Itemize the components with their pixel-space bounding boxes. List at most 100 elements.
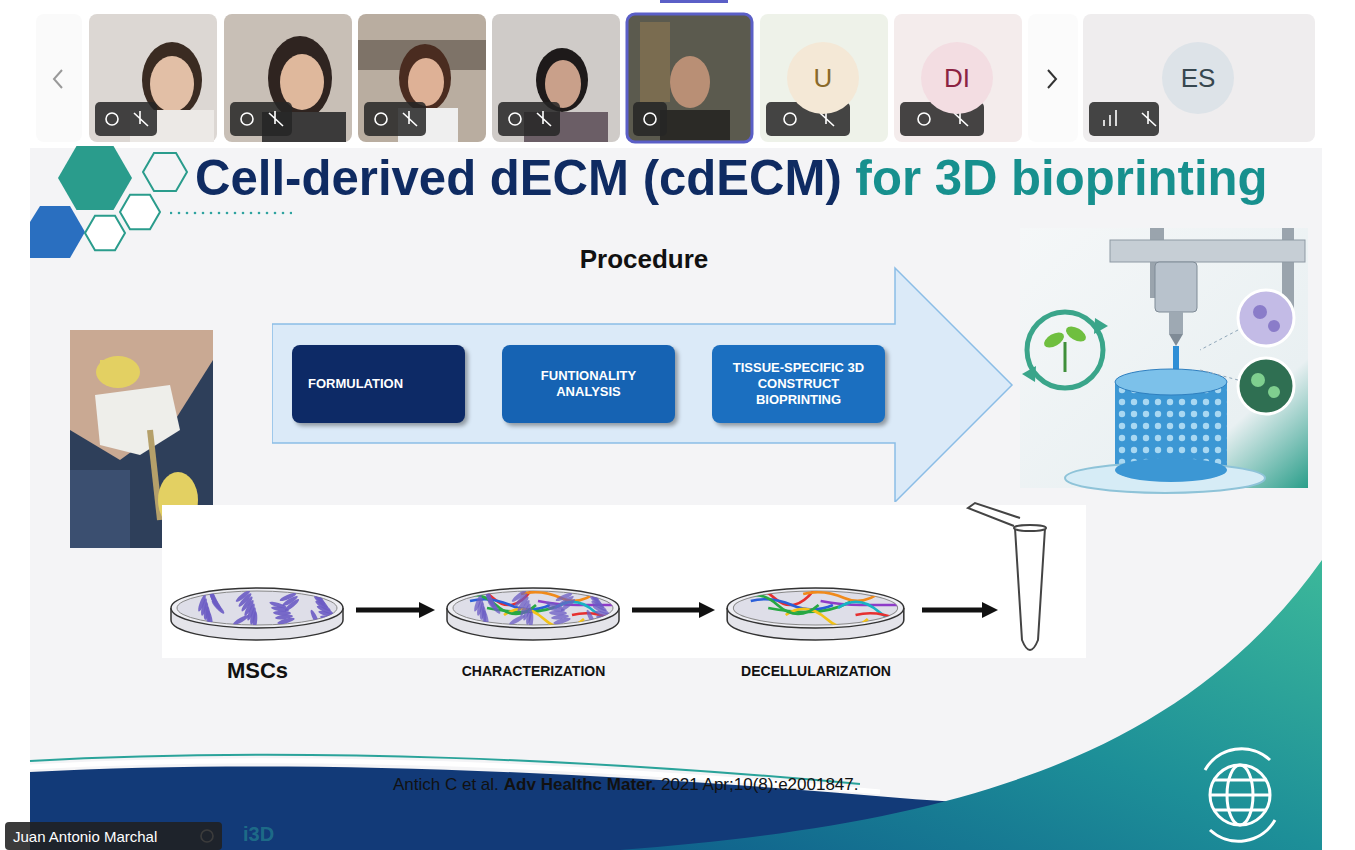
meeting-background-part xyxy=(70,470,130,548)
meeting-background-part xyxy=(96,356,140,388)
cell-shape xyxy=(555,591,573,602)
node-text: TISSUE-SPECIFIC 3D CONSTRUCT BIOPRINTING xyxy=(724,360,873,408)
meeting-background-part-part xyxy=(644,113,656,125)
meeting-background-part xyxy=(1115,458,1227,482)
meeting-background-part-part xyxy=(633,102,667,136)
arrow-shaft xyxy=(632,608,701,613)
meeting-background-part-part xyxy=(1104,110,1116,126)
procedure-arrow: ProcedureFORMULATIONFUNTIONALITY ANALYSI… xyxy=(272,240,1017,502)
meeting-background-part xyxy=(30,206,85,258)
dish-content xyxy=(448,585,626,629)
meeting-background-part xyxy=(100,360,128,370)
meeting-background-part xyxy=(1020,228,1308,488)
node-text: ES xyxy=(1181,63,1216,94)
arrow-band-fill xyxy=(272,268,1012,502)
meeting-background-part xyxy=(1014,525,1046,531)
node-text: DI xyxy=(944,63,970,94)
meeting-background-part-part xyxy=(498,102,560,136)
process-box: FUNTIONALITY ANALYSIS xyxy=(502,345,675,423)
meeting-background-part-part xyxy=(403,111,417,126)
cell-shape xyxy=(207,586,217,604)
text-label: 2021 Apr;10(8):e2001847. xyxy=(661,775,859,795)
meeting-background-part xyxy=(1110,240,1305,262)
cell-shape xyxy=(310,585,324,602)
matrix-fiber xyxy=(856,613,911,623)
meeting-background-part xyxy=(968,503,1020,526)
meeting-background-part-part xyxy=(1210,765,1270,825)
meeting-background-part xyxy=(670,56,710,108)
meeting-background-part-part xyxy=(1142,111,1156,126)
meeting-background-part xyxy=(1268,386,1280,398)
meeting-background-part-part xyxy=(784,113,796,125)
meeting-background-part-part xyxy=(241,113,253,125)
meeting-background-part xyxy=(1169,334,1183,346)
meeting-background-part xyxy=(545,60,581,108)
meeting-background-part xyxy=(1238,290,1294,346)
meeting-background-part xyxy=(1169,312,1183,334)
node-text: DECELLULARIZATION xyxy=(721,663,911,679)
meeting-background-part-part xyxy=(364,102,426,136)
slide-title: Cell-derived dECM (cdECM) for 3D bioprin… xyxy=(195,150,1268,206)
meeting-background-part xyxy=(30,148,1322,850)
meeting-background-part xyxy=(492,14,620,142)
petri-dish: DECELLULARIZATION xyxy=(721,558,911,684)
cell-shape xyxy=(596,615,614,622)
meeting-background-part xyxy=(1064,342,1067,372)
cell-shape xyxy=(197,594,208,612)
meeting-background-part xyxy=(1205,749,1275,841)
meeting-background-part xyxy=(627,14,752,142)
meeting-background-part xyxy=(1094,318,1108,334)
meeting-background-part-part xyxy=(269,111,283,126)
cell-shape xyxy=(483,586,493,604)
petri-dish: CHARACTERIZATION xyxy=(441,558,626,684)
avatar-circle: DI xyxy=(921,42,993,114)
meeting-background-part xyxy=(58,146,132,210)
cell-shape xyxy=(586,585,600,602)
matrix-fiber xyxy=(803,588,885,601)
meeting-background-part-part xyxy=(537,111,551,126)
cell-shape xyxy=(508,614,526,627)
meeting-background-part xyxy=(1015,528,1045,650)
meeting-background-part-part xyxy=(918,113,930,125)
text-label: Antich C et al. xyxy=(393,775,499,795)
meeting-background-part xyxy=(1155,262,1197,312)
meeting-background-part xyxy=(143,153,187,191)
meeting-background-part xyxy=(640,22,670,102)
node-text: CHARACTERIZATION xyxy=(441,663,626,679)
meeting-background-part xyxy=(399,44,451,112)
meeting-background-part xyxy=(1115,369,1227,395)
text-label: i3D xyxy=(243,823,274,846)
meeting-background-part-part xyxy=(134,111,148,126)
meeting-background-part xyxy=(1200,330,1238,380)
flow-arrow xyxy=(632,602,715,618)
meeting-background-part xyxy=(89,14,217,142)
meeting-background-part-part xyxy=(1210,780,1270,810)
node-text: U xyxy=(814,63,833,94)
meeting-background-part xyxy=(95,385,180,455)
meeting-background-part xyxy=(358,14,486,142)
meeting-background-part-part xyxy=(95,102,157,136)
meeting-background-part-part xyxy=(230,102,292,136)
cell-shape xyxy=(545,600,563,609)
meeting-background-part xyxy=(85,216,125,251)
meeting-background-part xyxy=(95,102,1159,136)
process-box: FORMULATION xyxy=(292,345,465,423)
cell-shape xyxy=(511,589,528,604)
meeting-background-part xyxy=(70,330,213,460)
matrix-fiber xyxy=(751,599,833,609)
meeting-background-part xyxy=(922,608,984,613)
cell-shape xyxy=(473,594,484,612)
meeting-background-part-part xyxy=(106,113,118,125)
name-tag: Juan Antonio Marchal xyxy=(5,822,222,850)
node-text: Juan Antonio Marchal xyxy=(13,828,157,845)
meeting-background-part xyxy=(660,110,730,140)
meeting-background-part xyxy=(1028,14,1078,142)
cell-shape xyxy=(235,589,252,604)
meeting-background-part xyxy=(162,505,1086,658)
meeting-background-part xyxy=(1238,358,1294,414)
arrow-shaft xyxy=(356,608,421,613)
cell-shape xyxy=(320,615,338,622)
meeting-background-part xyxy=(54,70,62,88)
meeting-background-part xyxy=(36,14,82,142)
